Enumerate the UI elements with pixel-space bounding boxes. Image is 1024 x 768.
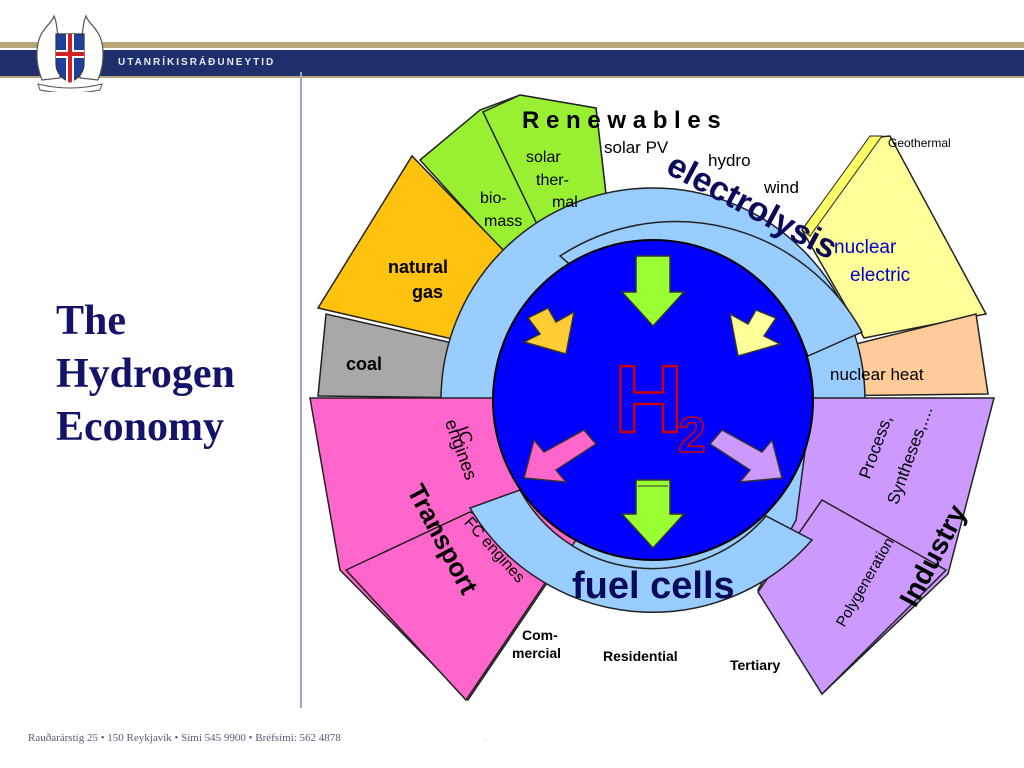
icelandic-coat-of-arms-icon <box>36 14 104 92</box>
diagram-frame-left <box>300 72 302 708</box>
slide-title: The Hydrogen Economy <box>56 295 296 454</box>
arrow-right-in <box>521 307 576 355</box>
nuclear-heat-label: nuclear heat <box>830 365 924 384</box>
commercial-label-1: Com- <box>522 627 558 643</box>
solar-thermal-label-2: ther- <box>536 172 569 189</box>
title-line-2: Hydrogen <box>56 351 235 397</box>
sector-geothermal-strip <box>801 135 883 237</box>
h2-main: H <box>614 346 683 453</box>
title-line-1: The <box>56 298 127 344</box>
fuel-cells-label: fuel cells <box>572 565 735 607</box>
geothermal-label: Geothermal <box>888 136 951 150</box>
arrow-out-right <box>708 429 783 483</box>
diagram-frame-top <box>300 72 1000 74</box>
title-line-3: Economy <box>56 404 224 450</box>
nuclear-electric-label-2: electric <box>850 265 910 286</box>
ic-engines-label-1: IC <box>452 423 477 447</box>
arrow-down-bottom <box>620 479 686 550</box>
renewables-label: R e n e w a b l e s <box>522 107 721 134</box>
header-bar-accent <box>0 76 1024 78</box>
solar-thermal-label-1: solar <box>526 149 561 166</box>
nuclear-electric-label-1: nuclear <box>834 237 897 258</box>
hydro-label: hydro <box>708 151 751 170</box>
ring-band-bottom <box>468 489 814 613</box>
residential-label: Residential <box>603 648 678 664</box>
footer-address: Rauðarárstíg 25 • 150 Reykjavík • Sími 5… <box>28 732 341 744</box>
h2-sub: 2 <box>678 407 706 463</box>
ministry-name: UTANRÍKISRÁÐUNEYTID <box>118 57 276 68</box>
coal-label: coal <box>346 354 382 374</box>
natural-gas-label-1: natural <box>388 257 448 277</box>
natural-gas-label-2: gas <box>412 282 443 302</box>
arrow-down-top <box>620 255 686 328</box>
tertiary-label: Tertiary <box>730 657 781 673</box>
footer-mark: . <box>484 734 487 743</box>
solar-pv-label: solar PV <box>604 138 669 157</box>
arrow-out-left <box>523 429 598 483</box>
biomass-label-2: mass <box>484 213 522 230</box>
solar-thermal-label-3: mal <box>552 194 578 211</box>
arrow-left-in <box>728 309 783 357</box>
commercial-label-2: mercial <box>512 645 561 661</box>
header-bar <box>0 50 1024 76</box>
header-band <box>0 42 1024 48</box>
biomass-label-1: bio- <box>480 190 507 207</box>
wind-label: wind <box>763 178 799 197</box>
hydrogen-economy-diagram: H 2 electrolysis fuel cells R e n e w a … <box>309 94 995 702</box>
